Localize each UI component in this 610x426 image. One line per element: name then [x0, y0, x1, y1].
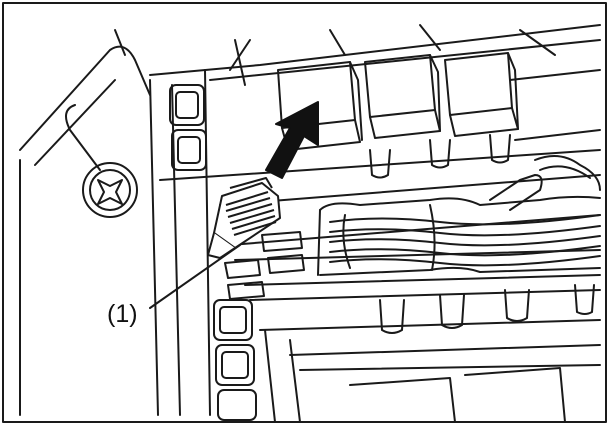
- wire-harness: [317, 155, 601, 276]
- left-cover-edge: [19, 45, 151, 151]
- fuse-puller-tool: [207, 177, 281, 259]
- callout-label-1: (1): [107, 300, 138, 328]
- pull-up-arrow-icon: [265, 101, 319, 179]
- relay-3: [444, 52, 519, 137]
- bolt-icon: [82, 162, 138, 218]
- relay-2: [364, 54, 441, 139]
- left-cover-inner: [34, 79, 116, 166]
- fuse-column: [169, 84, 257, 421]
